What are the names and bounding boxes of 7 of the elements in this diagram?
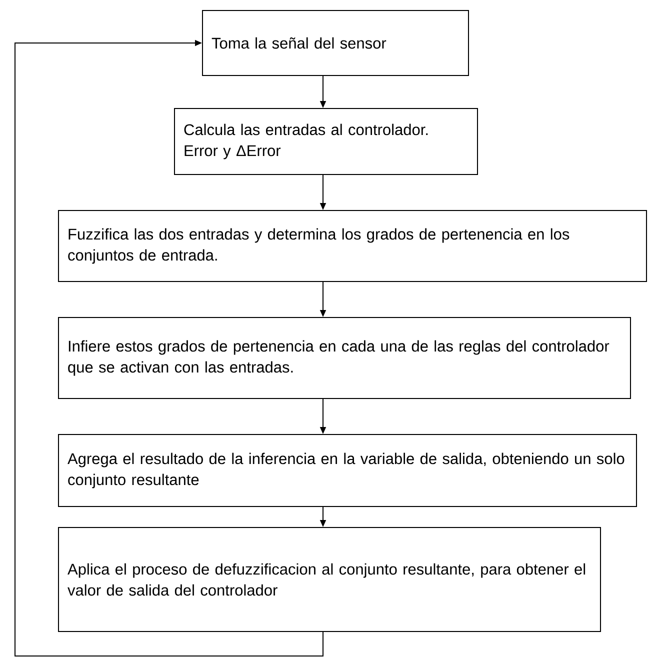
process-box: Calcula las entradas al controlador. Error y ΔError xyxy=(174,108,478,175)
process-box: Infiere estos grados de pertenencia en cada una de las reglas del controlador que se activan con las entradas. xyxy=(58,317,631,399)
process-box: Aplica el proceso de defuzzificacion al conjunto resultante, para obtener el valor de salida del controlador xyxy=(58,527,601,632)
process-box: Fuzzifica las dos entradas y determina los grados de pertenencia en los conjuntos de entrada. xyxy=(58,210,647,282)
arrow xyxy=(14,40,324,656)
process-box: Toma la señal del sensor xyxy=(202,10,469,76)
process-box: Agrega el resultado de la inferencia en la variable de salida, obteniendo un solo conjunto resultante xyxy=(58,434,637,507)
